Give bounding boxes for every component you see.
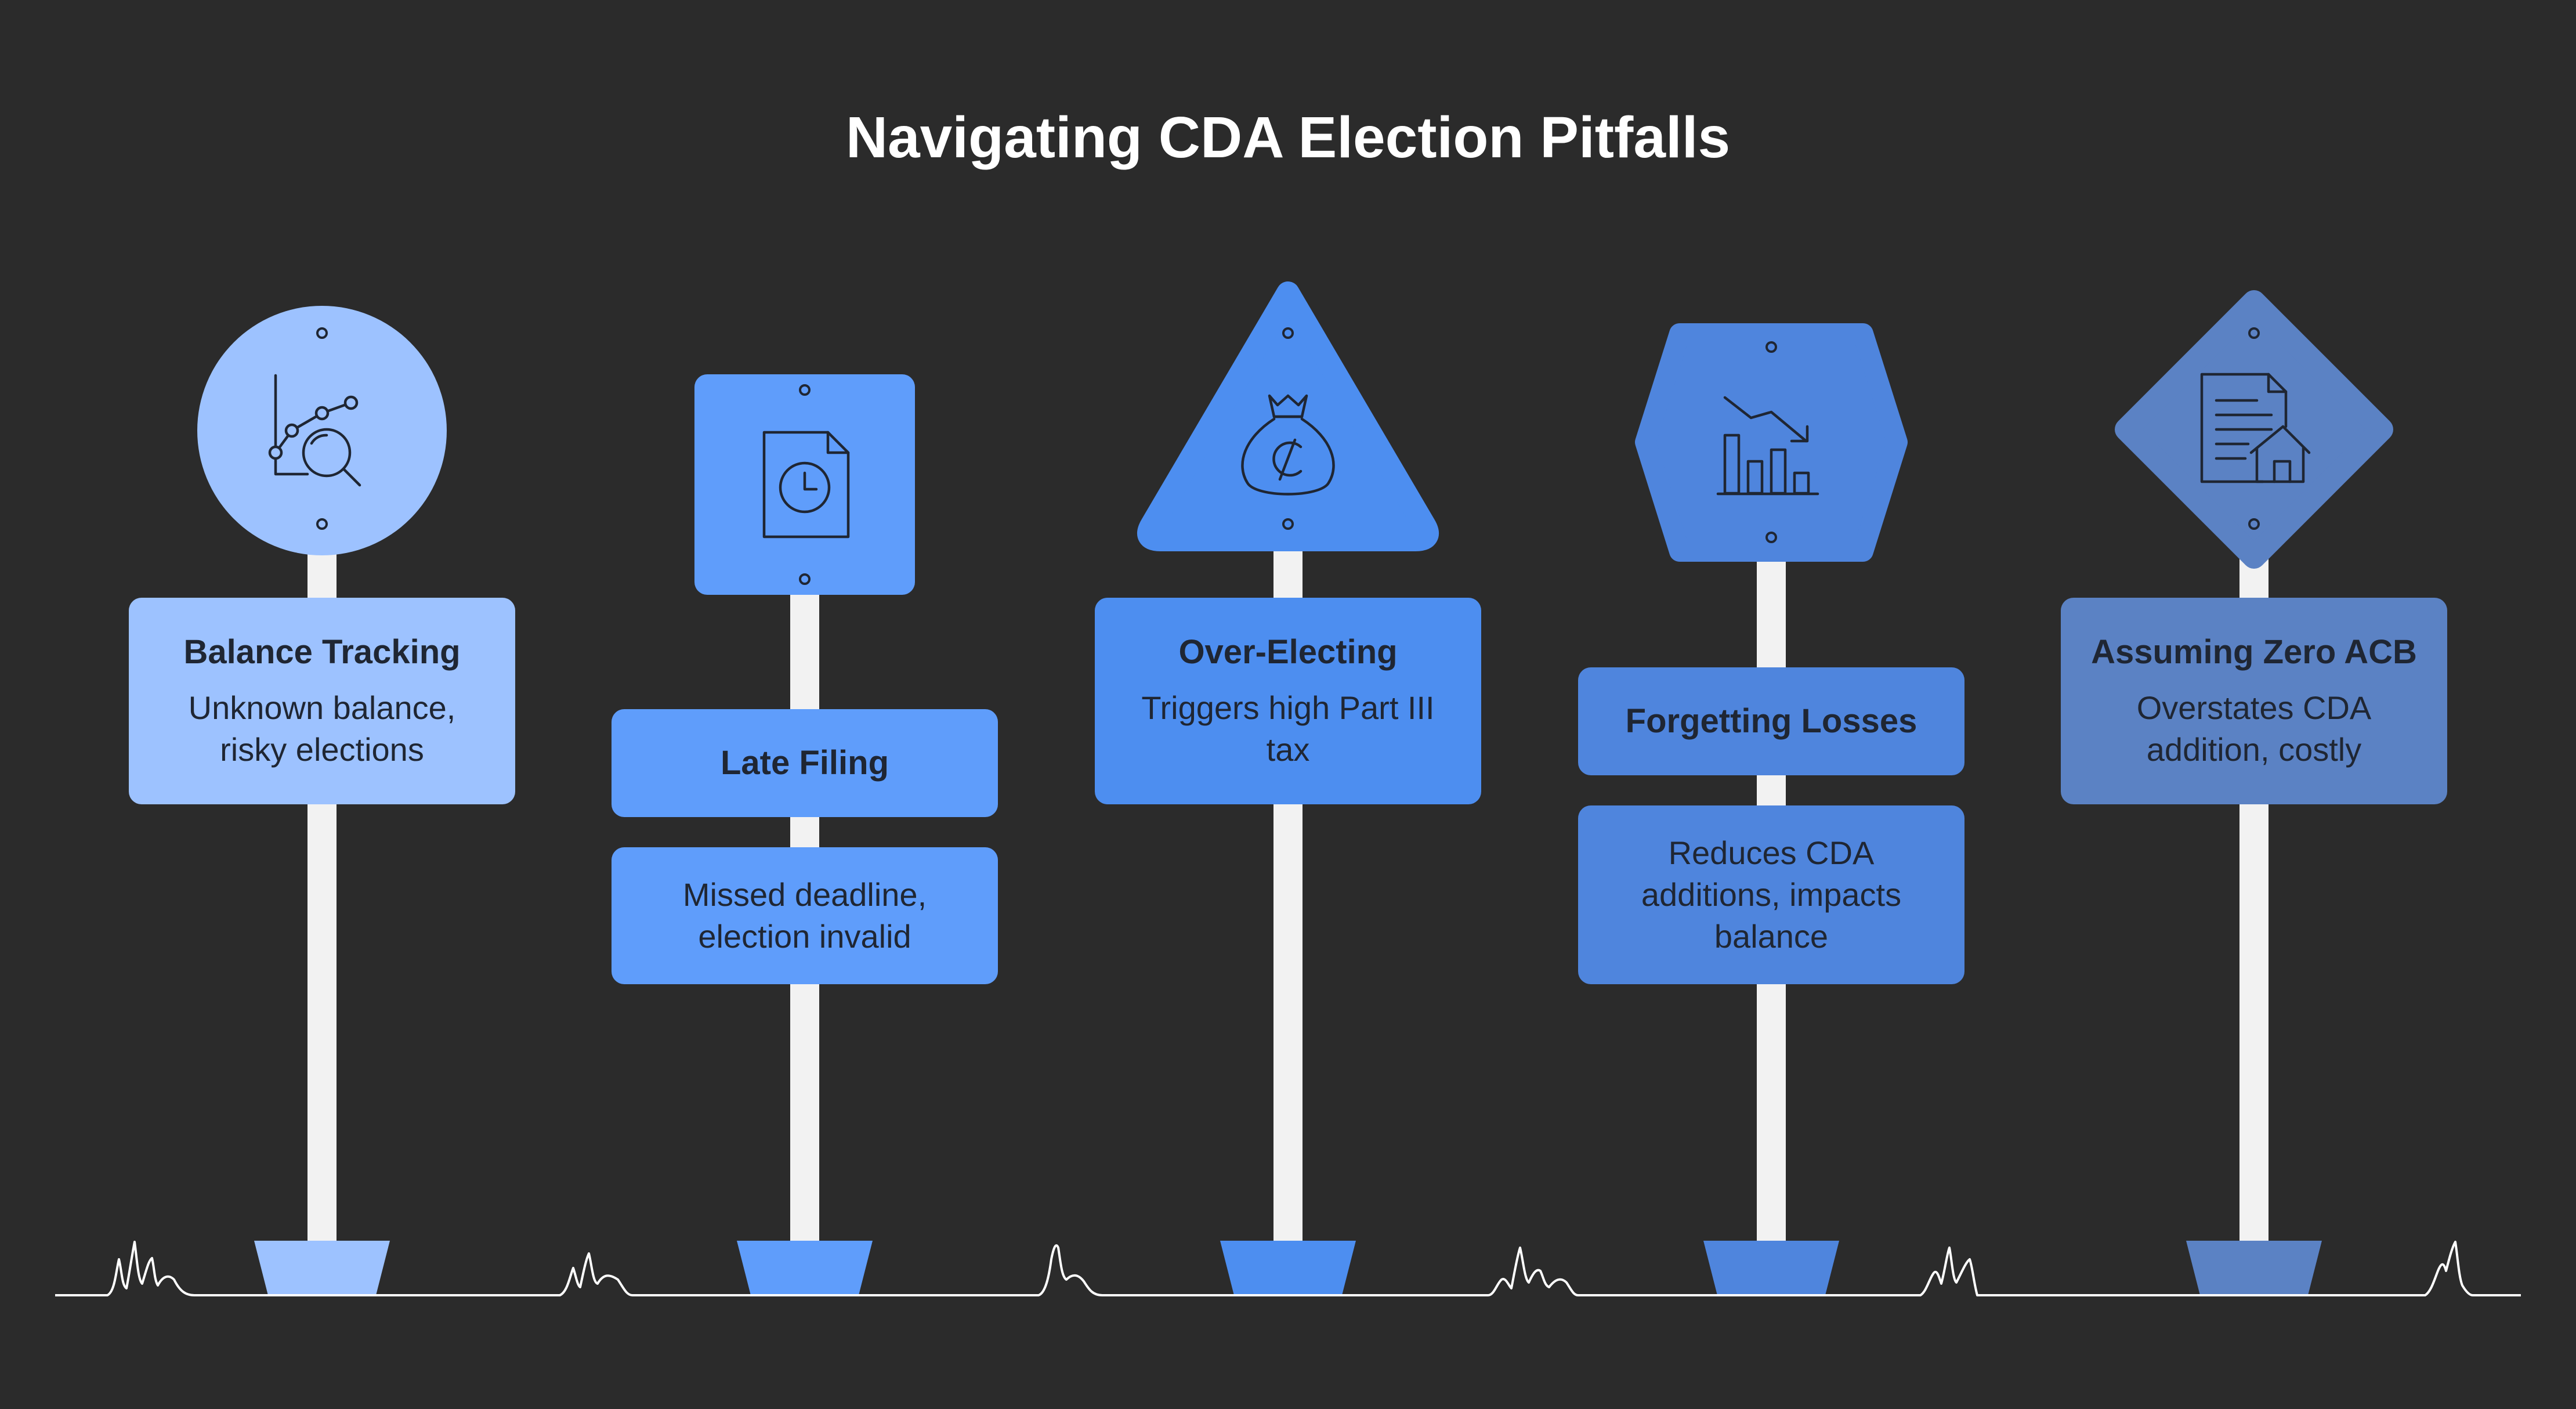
label-title: Over-Electing (1178, 633, 1398, 671)
money-bag-icon (1224, 383, 1352, 511)
label-late-filing-title: Late Filing (612, 709, 998, 817)
sign-bases (254, 1241, 2322, 1295)
label-over-electing: Over-Electing Triggers high Part III tax (1095, 598, 1481, 804)
label-late-filing-description: Missed deadline, election invalid (612, 847, 998, 984)
label-title: Forgetting Losses (1625, 702, 1917, 740)
post-base-5 (2186, 1241, 2322, 1295)
bolt-bottom-3 (1282, 518, 1294, 530)
label-description: Unknown balance, risky elections (188, 689, 456, 768)
bolt-top-3 (1282, 327, 1294, 339)
bolt-top-1 (316, 327, 328, 339)
bolt-bottom-2 (799, 573, 811, 585)
document-house-icon (2190, 366, 2318, 493)
label-title: Late Filing (721, 744, 889, 782)
bolt-top-2 (799, 384, 811, 396)
post-base-2 (737, 1241, 873, 1295)
bolt-bottom-5 (2248, 518, 2260, 530)
label-description: Triggers high Part III tax (1141, 689, 1435, 768)
post-base-1 (254, 1241, 390, 1295)
bolt-top-4 (1765, 341, 1777, 353)
post-base-3 (1220, 1241, 1356, 1295)
label-forgetting-losses-title: Forgetting Losses (1578, 667, 1964, 775)
ground-with-grass (55, 1241, 2521, 1296)
ground-line (55, 1241, 2521, 1296)
chart-search-icon (258, 367, 386, 494)
bolt-bottom-1 (316, 518, 328, 530)
page-title: Navigating CDA Election Pitfalls (845, 105, 1731, 170)
document-clock-icon (741, 421, 869, 548)
label-description: Missed deadline, election invalid (682, 876, 927, 955)
label-title: Balance Tracking (183, 633, 461, 671)
label-balance-tracking: Balance Tracking Unknown balance, risky … (129, 598, 515, 804)
declining-bar-chart-icon (1707, 380, 1835, 508)
post-base-4 (1703, 1241, 1839, 1295)
label-description: Reduces CDA additions, impacts balance (1641, 834, 1902, 955)
label-description: Overstates CDA addition, costly (2136, 689, 2372, 768)
label-forgetting-losses-description: Reduces CDA additions, impacts balance (1578, 805, 1964, 984)
label-assuming-zero-acb: Assuming Zero ACB Overstates CDA additio… (2061, 598, 2447, 804)
sign-shape-hexagon (1635, 323, 1908, 562)
bolt-top-5 (2248, 327, 2260, 339)
bolt-bottom-4 (1765, 532, 1777, 543)
label-title: Assuming Zero ACB (2091, 633, 2417, 671)
